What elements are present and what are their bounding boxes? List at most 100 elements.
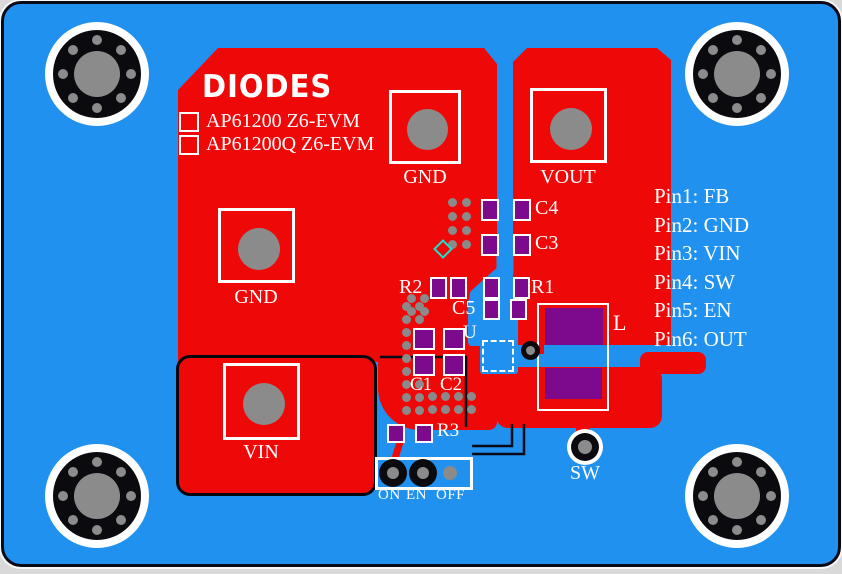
- mounting-hole-via-dot: [92, 457, 102, 467]
- via-dot: [441, 392, 450, 401]
- via-dot: [448, 226, 457, 235]
- sw-testpoint[interactable]: [567, 429, 603, 465]
- gnd-left-drill-hole: [238, 228, 280, 270]
- mounting-hole-via-dot: [707, 466, 718, 477]
- c3-pad-right: [513, 234, 531, 256]
- r3-pad-right: [415, 424, 433, 443]
- c2-pad-top: [443, 328, 465, 350]
- gnd-copper-plane: [178, 48, 497, 362]
- c1-label: C1: [410, 374, 433, 395]
- c1-pad-bottom: [413, 354, 435, 376]
- ic-label: U: [463, 322, 477, 343]
- mounting-hole-via-dot: [732, 525, 742, 535]
- mounting-hole-via-dot: [116, 93, 127, 104]
- vin-drill-hole: [243, 383, 285, 425]
- r1-pad-left: [483, 277, 500, 299]
- via-dot: [462, 226, 471, 235]
- via-dot: [448, 240, 457, 249]
- vout-label: VOUT: [540, 166, 596, 188]
- mounting-hole-via-dot: [67, 44, 78, 55]
- via-dot: [402, 328, 411, 337]
- jumper-pin-on[interactable]: [379, 459, 407, 487]
- c5-pad-left: [483, 299, 500, 320]
- sw-via-drill: [526, 346, 535, 355]
- mounting-hole-via-dot: [58, 491, 68, 501]
- mounting-hole-via-dot: [707, 93, 718, 104]
- ic-footprint-outline: [482, 340, 514, 372]
- c1-pad-top: [413, 328, 435, 350]
- pinout-line-4: Pin4: SW: [654, 269, 736, 294]
- mounting-hole-via-dot: [707, 515, 718, 526]
- via-dot: [402, 354, 411, 363]
- gnd-top-pad: [389, 90, 461, 164]
- jumper-pin-off[interactable]: [443, 466, 457, 480]
- r2-pad-right: [450, 277, 467, 299]
- via-dot: [441, 405, 450, 414]
- mounting-hole: [45, 444, 149, 548]
- vout-pad: [530, 88, 607, 163]
- via-dot: [420, 294, 429, 303]
- mounting-hole-via-dot: [756, 93, 767, 104]
- variant-checkbox: [179, 134, 199, 155]
- via-dot: [454, 405, 463, 414]
- via-dot: [448, 212, 457, 221]
- mounting-hole-via-dot: [756, 466, 767, 477]
- mounting-hole: [685, 22, 789, 126]
- r2-label: R2: [399, 276, 423, 298]
- mounting-hole-pad: [693, 30, 781, 118]
- jumper-pin-en[interactable]: [409, 459, 437, 487]
- mounting-hole-via-dot: [67, 93, 78, 104]
- inductor-pad-top: [545, 308, 603, 345]
- mounting-hole-via-dot: [707, 44, 718, 55]
- c5-label: C5: [452, 297, 476, 319]
- c3-pad-left: [481, 234, 499, 256]
- via-dot: [415, 393, 424, 402]
- mounting-hole-drill: [714, 473, 760, 519]
- via-dot: [415, 406, 424, 415]
- via-dot: [402, 393, 411, 402]
- mounting-hole-via-dot: [732, 35, 742, 45]
- via-dot: [407, 294, 416, 303]
- via-dot: [402, 367, 411, 376]
- mounting-hole-via-dot: [92, 525, 102, 535]
- mounting-hole-via-dot: [756, 44, 767, 55]
- jumper-off-label: OFF: [436, 487, 466, 503]
- mounting-hole-via-dot: [732, 457, 742, 467]
- c3-label: C3: [535, 232, 559, 254]
- mounting-hole-via-dot: [732, 103, 742, 113]
- pinout-line-2: Pin2: GND: [654, 212, 750, 237]
- inductor-outline: [537, 303, 609, 411]
- inductor-pad-bottom: [545, 368, 602, 399]
- c4-pad-right: [513, 199, 531, 221]
- variant-row-ap61200: AP61200 Z6-EVM: [179, 110, 360, 133]
- mounting-hole-via-dot: [116, 466, 127, 477]
- mounting-hole-via-dot: [766, 491, 776, 501]
- mounting-hole-via-dot: [92, 103, 102, 113]
- c4-pad-left: [481, 199, 499, 221]
- c5-pad-right: [510, 299, 527, 320]
- r2-pad-left: [430, 277, 447, 299]
- mounting-hole-via-dot: [698, 491, 708, 501]
- via-dot: [402, 315, 411, 324]
- via-dot: [402, 341, 411, 350]
- mounting-hole-via-dot: [58, 69, 68, 79]
- r3-label: R3: [437, 420, 460, 441]
- mounting-hole-via-dot: [67, 515, 78, 526]
- sw-via: [521, 341, 540, 360]
- via-dot: [415, 380, 424, 389]
- vout-drill-hole: [550, 108, 592, 150]
- mounting-hole-via-dot: [126, 69, 136, 79]
- via-dot: [462, 198, 471, 207]
- via-dot: [454, 392, 463, 401]
- mounting-hole-via-dot: [92, 35, 102, 45]
- mounting-hole-via-dot: [116, 44, 127, 55]
- pinout-line-5: Pin5: EN: [654, 298, 732, 322]
- gnd-top-label: GND: [403, 166, 447, 188]
- jumper-pin-en-drill: [417, 467, 429, 479]
- mounting-hole-via-dot: [126, 491, 136, 501]
- jumper-en-label: EN: [406, 487, 427, 503]
- gnd-left-pad: [218, 208, 295, 283]
- via-dot: [462, 240, 471, 249]
